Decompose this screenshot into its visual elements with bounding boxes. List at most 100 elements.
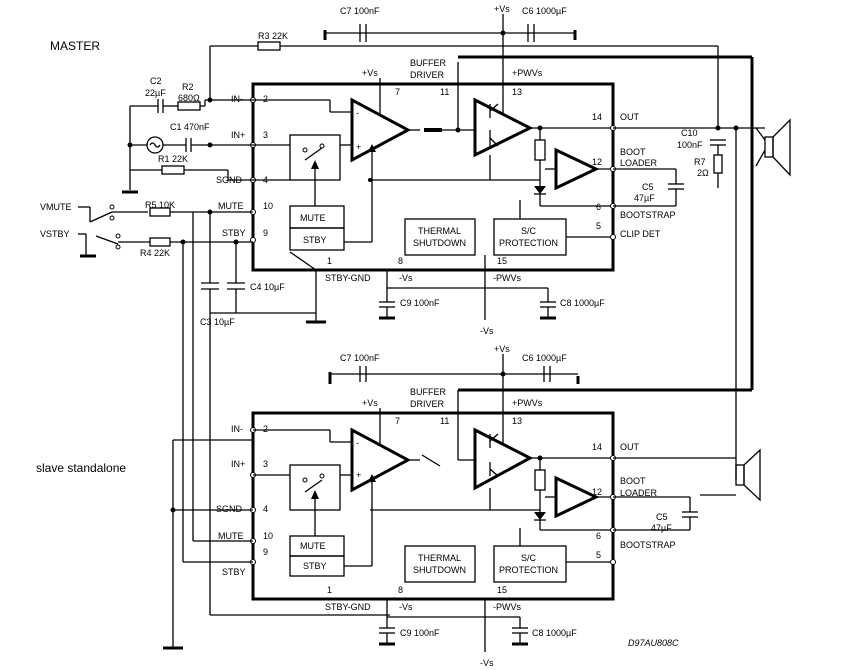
r2-value: 680Ω: [178, 93, 200, 103]
pin5-2: 5: [596, 550, 601, 560]
bootstrap-label-2: BOOTSTRAP: [620, 540, 676, 550]
stby-gnd-label-2: STBY-GND: [325, 602, 371, 612]
r7-value: 2Ω: [697, 168, 709, 178]
pin8-2: 8: [398, 585, 403, 595]
c7-label-2: C7 100nF: [340, 353, 380, 363]
pin12: 12: [592, 157, 602, 167]
c4-label: C4 10µF: [250, 282, 285, 292]
stby-pin-label: STBY: [222, 228, 246, 238]
pin7-2: 7: [395, 416, 400, 426]
r1-label: R1 22K: [158, 154, 188, 164]
pin13: 13: [512, 87, 522, 97]
master-title: MASTER: [50, 39, 100, 53]
loader-label: LOADER: [620, 158, 658, 168]
loader-label-2: LOADER: [620, 488, 658, 498]
pin7: 7: [395, 87, 400, 97]
pin14-2: 14: [592, 442, 602, 452]
protection-label-2: PROTECTION: [499, 565, 558, 575]
minus-pwvs-label: -PWVs: [493, 273, 521, 283]
c1-label: C1 470nF: [170, 122, 210, 132]
r2-label: R2: [182, 82, 194, 92]
pin4-2: 4: [263, 504, 268, 514]
clip-det-label: CLIP DET: [620, 229, 661, 239]
sgnd-label-2: SGND: [216, 504, 243, 514]
bootstrap-label: BOOTSTRAP: [620, 210, 676, 220]
c2-value: 22µF: [145, 88, 166, 98]
diagram-code: D97AU808C: [628, 638, 679, 648]
c3-label: C3 10µF: [200, 317, 235, 327]
plus-vs-label-2: +Vs: [362, 398, 378, 408]
c10-label: C10: [681, 128, 698, 138]
pin1: 1: [327, 256, 332, 266]
vs-bottom-label: -Vs: [480, 326, 494, 336]
pin5: 5: [596, 221, 601, 231]
r5-label: R5 10K: [145, 200, 175, 210]
c8-label-2: C8 1000µF: [532, 628, 577, 638]
pin11: 11: [440, 87, 449, 97]
vs-top-label: +Vs: [494, 4, 510, 14]
r3-label: R3 22K: [258, 31, 288, 41]
shutdown-label-2: SHUTDOWN: [413, 565, 466, 575]
pin12-2: 12: [592, 487, 602, 497]
pin3: 3: [263, 130, 268, 140]
c9-label: C9 100nF: [400, 298, 440, 308]
c8-label: C8 1000µF: [560, 298, 605, 308]
pin6: 6: [596, 202, 601, 212]
out-label-2: OUT: [620, 442, 640, 452]
in-minus-label-2: IN-: [231, 424, 243, 434]
c10-value: 100nF: [677, 140, 703, 150]
svg-text:-: -: [356, 438, 359, 448]
pin9: 9: [263, 228, 268, 238]
c2-label: C2: [150, 76, 162, 86]
pin10-2: 10: [263, 531, 273, 541]
vs-top-label-2: +Vs: [494, 344, 510, 354]
in-plus-label: IN+: [231, 130, 245, 140]
driver-label: DRIVER: [410, 70, 445, 80]
mute-pin-label-2: MUTE: [218, 531, 244, 541]
mute-block-label-2: MUTE: [300, 541, 326, 551]
pin6-2: 6: [596, 531, 601, 541]
r7-label: R7: [694, 157, 706, 167]
buffer-label-2: BUFFER: [410, 387, 447, 397]
plus-vs-label: +Vs: [362, 68, 378, 78]
sc-label: S/C: [521, 226, 537, 236]
mute-pin-label: MUTE: [218, 201, 244, 211]
slave-ic-box: [251, 411, 615, 601]
mute-block-label: MUTE: [300, 213, 326, 223]
plus-pwvs-label: +PWVs: [512, 68, 543, 78]
minus-pwvs-label-2: -PWVs: [493, 602, 521, 612]
vstby-label: VSTBY: [40, 229, 70, 239]
boot-label-2: BOOT: [620, 476, 646, 486]
pin10: 10: [263, 201, 273, 211]
pin13-2: 13: [512, 416, 522, 426]
in-plus-label-2: IN+: [231, 459, 245, 469]
pin2: 2: [263, 94, 268, 104]
c5-value: 47µF: [634, 193, 655, 203]
pin2-2: 2: [263, 424, 268, 434]
c6-label: C6 1000µF: [522, 6, 567, 16]
in-minus-label: IN-: [231, 94, 243, 104]
plus-pwvs-label-2: +PWVs: [512, 398, 543, 408]
slave-title: slave standalone: [36, 461, 126, 475]
driver-label-2: DRIVER: [410, 399, 445, 409]
pin9-2: 9: [263, 547, 268, 557]
master-section: MASTER +Vs C7 100nF C6 1000µF R3 22K +Vs…: [40, 4, 791, 480]
r4-label: R4 22K: [140, 248, 170, 258]
shutdown-label: SHUTDOWN: [413, 238, 466, 248]
c5-label: C5: [642, 182, 654, 192]
buffer-label: BUFFER: [410, 58, 447, 68]
c7-label: C7 100nF: [340, 6, 380, 16]
pin11-2: 11: [440, 416, 449, 426]
stby-gnd-label: STBY-GND: [325, 273, 371, 283]
vmute-label: VMUTE: [40, 202, 72, 212]
out-label: OUT: [620, 112, 640, 122]
pin8: 8: [398, 256, 403, 266]
boot-label: BOOT: [620, 147, 646, 157]
c5-value-2: 47µF: [651, 523, 672, 533]
stby-block-label-2: STBY: [303, 561, 327, 571]
thermal-label: THERMAL: [418, 226, 461, 236]
pin3-2: 3: [263, 459, 268, 469]
minus-vs-label: -Vs: [399, 273, 413, 283]
c5-label-2: C5: [656, 512, 668, 522]
pin1-2: 1: [327, 585, 332, 595]
